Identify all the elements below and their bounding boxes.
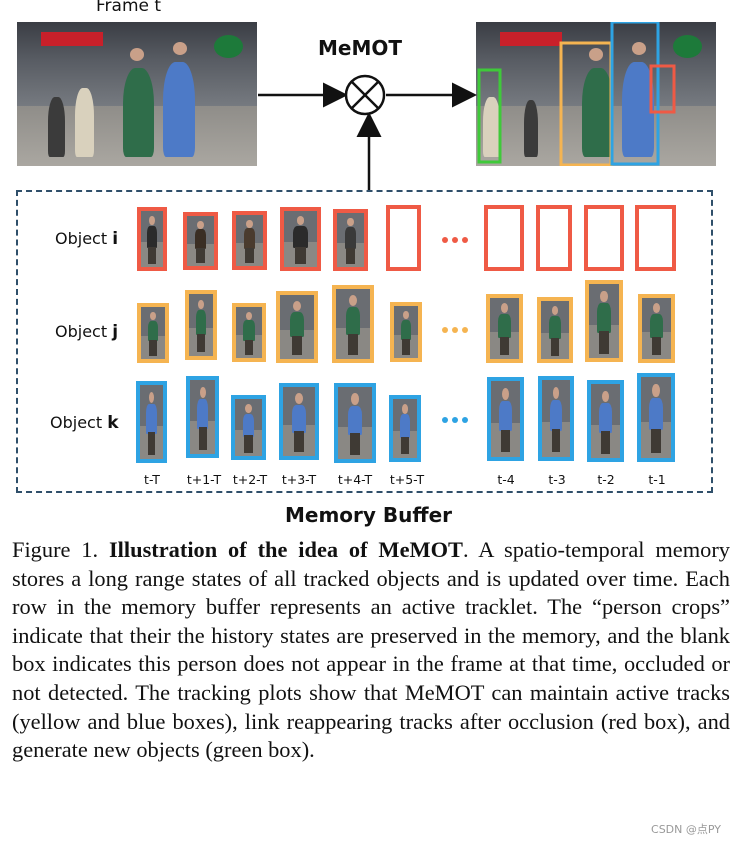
time-label: t-2 (597, 472, 615, 487)
crop-j-t-3 (537, 297, 573, 363)
object-label-j: Object j (55, 322, 119, 342)
frame-label: Frame t (96, 0, 162, 16)
crop-j-t-T (137, 303, 169, 363)
output-frame-photo (476, 22, 716, 166)
green-new-object-box (477, 68, 502, 164)
watermark: CSDN @点PY (651, 823, 721, 836)
crop-k-t+5-T (389, 395, 421, 462)
red-reappearing-track-box (649, 64, 676, 114)
time-label: t-1 (648, 472, 666, 487)
crop-k-t+4-T (334, 383, 376, 463)
crop-k-t-4 (487, 377, 524, 461)
time-label: t+1-T (186, 472, 222, 487)
crop-j-t+2-T (232, 303, 266, 362)
crop-i-t-T (137, 207, 167, 271)
time-label: t+3-T (281, 472, 317, 487)
crop-j-t+5-T (390, 302, 422, 362)
crop-i-t+3-T (280, 207, 321, 271)
time-label: t-3 (548, 472, 566, 487)
crop-j-t+3-T (276, 291, 318, 363)
blank-box-i-t-4 (484, 205, 524, 271)
crop-k-t+3-T (279, 383, 319, 460)
crop-k-t-T (136, 381, 167, 463)
tracking-boxes (477, 22, 676, 166)
crop-k-t-2 (587, 380, 624, 462)
memory-buffer-title: Memory Buffer (284, 503, 453, 527)
time-label: t+2-T (232, 472, 268, 487)
crop-j-t+4-T (332, 285, 374, 363)
ellipsis-row-i (442, 237, 472, 245)
crop-j-t-4 (486, 294, 523, 363)
crop-k-t+2-T (231, 395, 266, 460)
otimes-operator-icon (344, 74, 386, 116)
figure-caption: Figure 1. Illustration of the idea of Me… (12, 536, 730, 765)
blue-active-track-box (610, 22, 660, 166)
crop-k-t+1-T (186, 376, 219, 458)
object-label-k: Object k (50, 413, 119, 433)
crop-i-t+4-T (333, 209, 368, 271)
time-label: t-T (144, 472, 160, 487)
crop-i-t+2-T (232, 211, 267, 270)
flow-arrows (258, 74, 477, 190)
caption-label: Figure 1. (12, 537, 109, 562)
time-label: t-4 (497, 472, 515, 487)
caption-body: . A spatio-temporal memory stores a long… (12, 537, 730, 763)
operator-title: MeMOT (318, 36, 403, 60)
input-frame-photo (17, 22, 257, 166)
crop-k-t-1 (637, 373, 675, 462)
blank-box-i-t-2 (584, 205, 624, 271)
time-label: t+4-T (337, 472, 373, 487)
ellipsis-row-j (442, 327, 472, 335)
memory-buffer (16, 190, 713, 493)
ellipsis-row-k (442, 417, 472, 425)
time-label: t+5-T (389, 472, 425, 487)
blank-box-i-t+5-T (386, 205, 421, 271)
crop-i-t+1-T (183, 212, 218, 270)
crop-j-t-2 (585, 280, 623, 362)
crop-j-t+1-T (185, 290, 217, 360)
object-label-i: Object i (55, 229, 119, 249)
blank-box-i-t-3 (536, 205, 572, 271)
caption-title: Illustration of the idea of MeMOT (108, 537, 463, 562)
crop-k-t-3 (538, 376, 574, 461)
crop-j-t-1 (638, 294, 675, 363)
blank-box-i-t-1 (635, 205, 676, 271)
